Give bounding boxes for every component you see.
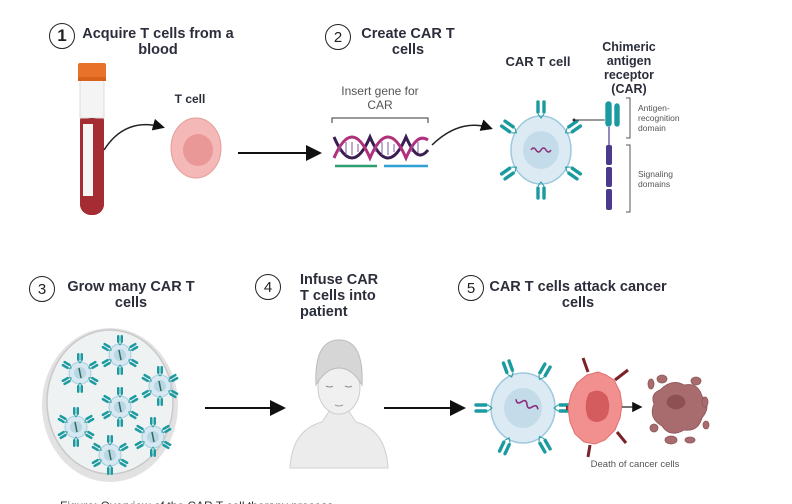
signaling-domains-label: Signaling domains [638,169,673,189]
chimeric-receptor-label: Chimeric antigen receptor (CAR) [602,40,656,96]
step-1-number: 1 [49,23,75,49]
car-t-cell-label: CAR T cell [505,54,571,69]
car-receptor-icon [604,97,631,213]
step-4-title: Infuse CAR T cells into patient [300,272,379,320]
figure-caption-clipped: Figure: Overview of the CAR T-cell thera… [60,497,333,504]
antigen-domain-label: Antigen-recognition domain [638,103,680,133]
step-2-number: 2 [325,24,351,50]
cancer-cell-icon [566,357,629,458]
step-3-title: Grow many CAR T cells [67,279,195,311]
arrow-tube-to-tcell [103,118,165,151]
petri-dish-icon [42,328,179,482]
step-1-title: Acquire T cells from a blood [82,26,234,58]
step-3-number: 3 [29,276,55,302]
t-cell-label: T cell [174,92,206,106]
step-5-title: CAR T cells attack cancer cells [489,279,667,311]
t-cell-icon [170,117,222,179]
step-4-number: 4 [255,274,281,300]
death-cancer-label: Death of cancer cells [590,459,680,470]
dna-icon [331,117,430,168]
car-t-cell-icon [498,99,584,201]
step-5-number: 5 [458,275,484,301]
attacking-car-t-cell-icon [473,357,573,457]
patient-icon [289,339,389,469]
insert-gene-label: Insert gene for CAR [341,84,419,112]
blood-tube-icon [78,63,106,215]
step-2-title: Create CAR T cells [361,26,455,58]
dead-cancer-cell-icon [647,374,710,445]
arrow-dna-to-cart [431,119,493,146]
